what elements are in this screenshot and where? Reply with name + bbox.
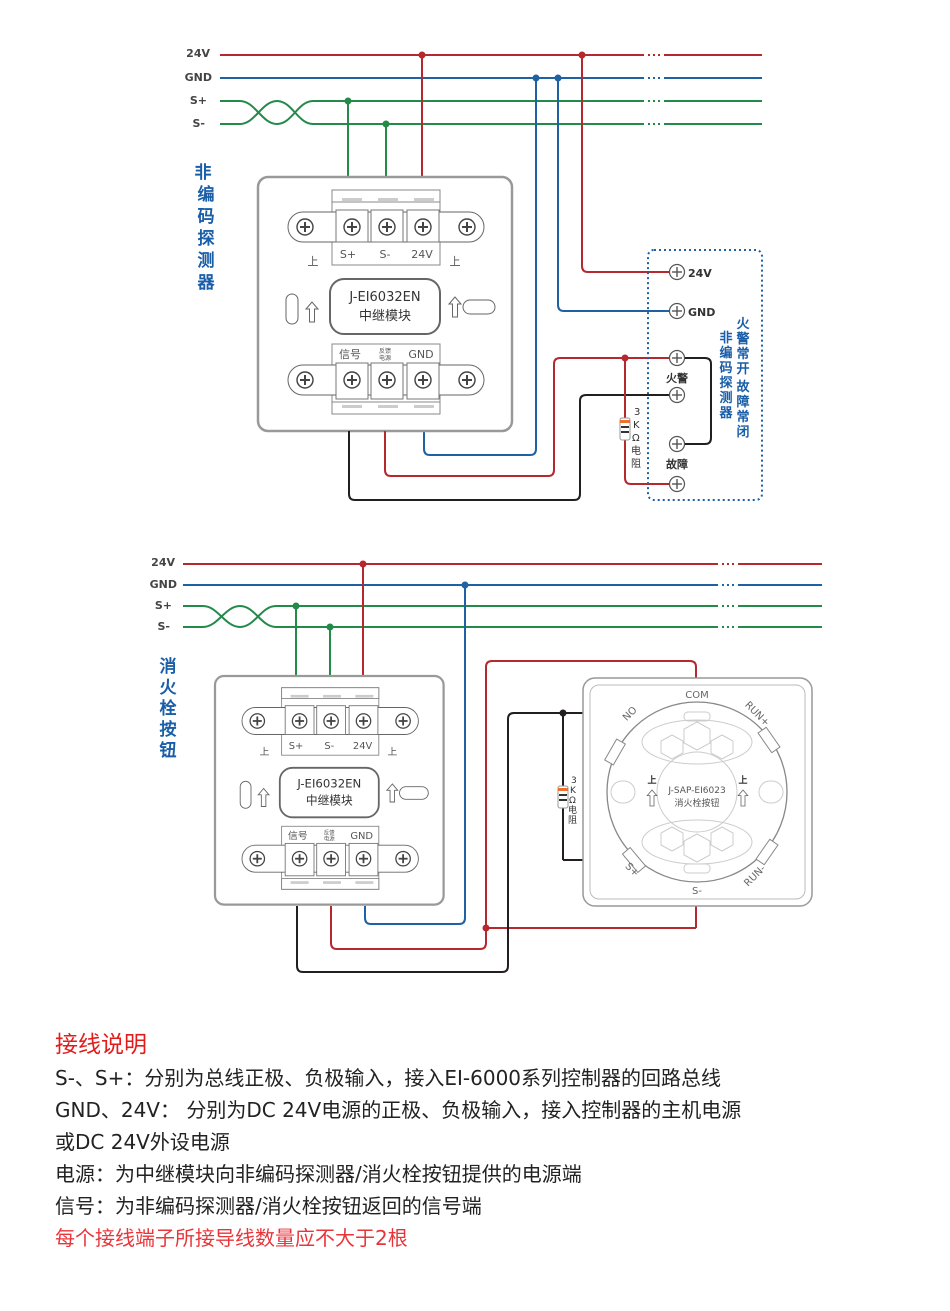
up-mark: 上 [647,774,656,786]
terminal-label-power: 电源 [324,835,335,843]
module-model: J-EI6032EN [348,290,420,305]
terminal-label-feedback: 反馈 [324,828,335,836]
notes-title: 接线说明 [55,1032,147,1058]
wiring-notes: 接线说明 S-、S+：分别为总线正极、负极输入，接入EI-6000系列控制器的回… [55,1028,935,1254]
up-mark: 上 [387,746,397,758]
button-terminal-s-minus: S- [692,886,702,897]
bus-label-s-plus: S+ [190,94,207,107]
up-mark: 上 [450,255,461,268]
bus-label-s-minus: S- [193,117,206,130]
up-mark: 上 [738,774,747,786]
resistor-icon [557,785,569,809]
terminal-label-24v: 24V [353,741,373,752]
terminal-label-24v: 24V [411,248,433,261]
terminal-label-power: 电源 [379,354,391,362]
terminal-label-signal: 信号 [339,348,361,361]
detector-terminal-24v: 24V [688,267,712,280]
module-name: 中继模块 [306,794,353,808]
detector-terminal-fault: 故障 [666,457,688,471]
terminal-label-gnd: GND [350,831,373,842]
bus-label-24v: 24V [186,47,210,60]
notes-line: 或DC 24V外设电源 [55,1130,230,1154]
detector-mode: 火警常开故障常闭 [736,317,750,440]
side-char: 非 [195,162,212,183]
notes-line: 电源：为中继模块向非编码探测器/消火栓按钮提供的电源端 [55,1162,582,1186]
bus-label-gnd: GND [150,578,177,591]
terminal-label-signal: 信号 [288,830,308,842]
bus-lines-2: 24V GND S+ S- [150,556,822,925]
terminal-label-s-minus: S- [380,248,391,261]
resistor-icon [619,417,631,441]
notes-line: 信号：为非编码探测器/消火栓按钮返回的信号端 [55,1194,482,1218]
module-name: 中继模块 [359,309,411,324]
module-model: J-EI6032EN [296,777,361,791]
side-label-hydrant: 消火栓按钮 [160,656,178,761]
terminal-label-s-plus: S+ [340,248,356,261]
button-terminal-com: COM [685,690,708,701]
bus-label-s-minus: S- [158,620,171,633]
bus-label-s-plus: S+ [155,599,172,612]
button-name: 消火栓按钮 [674,797,719,809]
terminal-label-gnd: GND [408,348,433,361]
notes-line: GND、24V： 分别为DC 24V电源的正极、负极输入，接入控制器的主机电源 [55,1098,742,1122]
terminal-label-s-plus: S+ [289,741,304,752]
up-mark: 上 [260,746,270,758]
button-model: J-SAP-EI6023 [667,786,725,796]
hydrant-button: COM NO RUN+ RUN- S+ S- J-SAP-EI6023 消火栓按… [582,677,813,907]
notes-line: S-、S+：分别为总线正极、负极输入，接入EI-6000系列控制器的回路总线 [55,1066,722,1090]
detector-title: 非编码探测器 [718,330,733,421]
up-mark: 上 [308,255,319,268]
detector-terminal-fire: 火警 [666,371,688,385]
notes-warning: 每个接线端子所接导线数量应不大于2根 [55,1226,408,1250]
relay-module-2: S+ S- 24V 上 上 J-EI6032EN 中继模块 信号 反馈 电源 G… [213,674,445,906]
side-label-detector: 非 编码探测器 [195,162,218,293]
bus-label-gnd: GND [185,71,212,84]
terminal-label-feedback: 反馈 [379,347,391,355]
relay-module-1: S+ S- 24V 上 上 J-EI6032EN 中继模块 信号 反馈 电源 G… [256,175,514,433]
bus-label-24v: 24V [151,556,175,569]
detector-box: 24V GND 火警 故障 非编码探测器 火警常开故障常闭 [647,249,763,501]
wiring-diagram: 24V GND S+ S- 非 编码探 [150,47,822,973]
detector-terminal-gnd: GND [688,306,715,319]
terminal-label-s-minus: S- [324,741,334,752]
